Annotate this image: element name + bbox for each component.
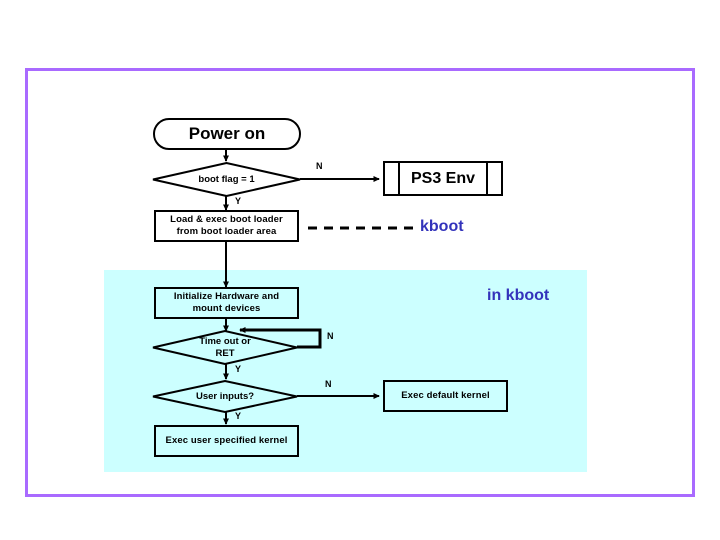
label-timeout-yes: Y [235,364,242,374]
label-user-inputs-yes: Y [235,411,242,421]
node-ps3-env[interactable]: PS3 Env [383,161,503,196]
node-load-exec-boot-loader[interactable]: Load & exec boot loader from boot loader… [154,210,299,242]
label-user-inputs-no: N [325,379,332,389]
node-load-exec-boot-loader-line2: from boot loader area [176,226,277,237]
node-ps3-env-label: PS3 Env [410,169,476,187]
node-exec-user-kernel-label: Exec user specified kernel [165,435,288,447]
node-user-inputs-decision[interactable]: User inputs? [152,380,298,413]
node-exec-user-kernel[interactable]: Exec user specified kernel [154,425,299,457]
node-exec-default-kernel-label: Exec default kernel [401,390,490,402]
node-power-on[interactable]: Power on [153,118,301,150]
label-timeout-no: N [327,331,334,341]
node-init-hardware[interactable]: Initialize Hardware and mount devices [154,287,299,319]
node-boot-flag-decision[interactable]: boot flag = 1 [152,162,301,197]
slide-border-frame [25,68,695,497]
label-boot-flag-yes: Y [235,196,242,206]
kboot-region-panel [104,270,587,472]
node-load-exec-boot-loader-line1: Load & exec boot loader [170,214,283,226]
label-boot-flag-no: N [316,161,323,171]
node-timeout-ret-decision[interactable]: Time out or RET [152,330,298,365]
node-power-on-label: Power on [188,124,266,143]
node-init-hardware-line1: Initialize Hardware and [173,291,280,303]
node-init-hardware-line2: mount devices [192,303,261,314]
annotation-in-kboot: in kboot [487,287,550,304]
node-exec-default-kernel[interactable]: Exec default kernel [383,380,508,412]
annotation-kboot: kboot [420,218,464,235]
